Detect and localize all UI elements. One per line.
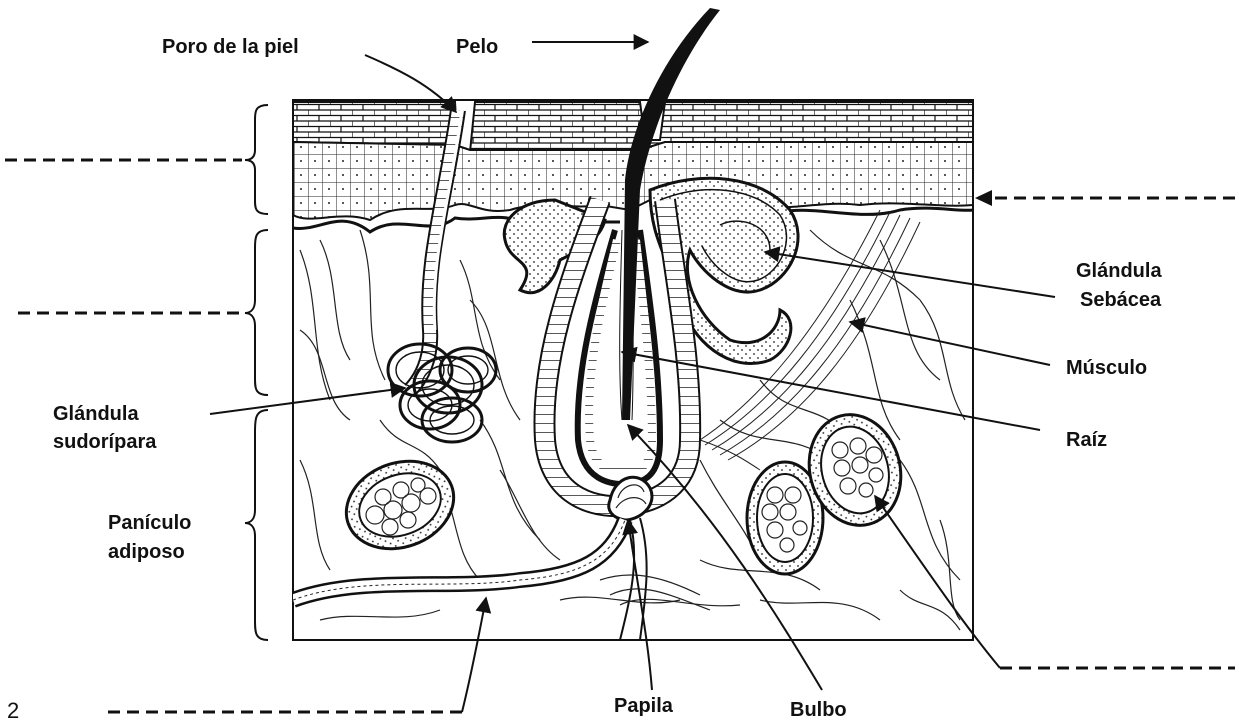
label-paniculo-line2: adiposo <box>108 541 185 563</box>
fat-cluster-left <box>334 447 466 564</box>
arrow-vessel <box>462 598 486 712</box>
arrow-musculo <box>850 322 1050 365</box>
label-glandula-sudoripara-line2: sudorípara <box>53 431 157 453</box>
label-poro: Poro de la piel <box>162 36 299 58</box>
skin-block <box>293 8 973 640</box>
label-raiz: Raíz <box>1066 429 1107 451</box>
label-bulbo: Bulbo <box>790 699 847 721</box>
label-musculo: Músculo <box>1066 357 1147 379</box>
layer-brackets <box>245 105 268 640</box>
label-papila: Papila <box>614 695 674 717</box>
arrow-glandula-sudoripara <box>210 388 405 414</box>
arrow-right-epidermis <box>975 190 992 206</box>
label-glandula-sebacea-line2: Sebácea <box>1080 289 1162 311</box>
arrow-papila <box>628 520 652 690</box>
label-paniculo-line1: Panículo <box>108 512 191 534</box>
figure-number: 2 <box>7 698 19 723</box>
label-pelo: Pelo <box>456 36 498 58</box>
label-glandula-sebacea-line1: Glándula <box>1076 260 1162 282</box>
arrow-fat <box>875 496 1000 668</box>
label-glandula-sudoripara-line1: Glándula <box>53 403 139 425</box>
